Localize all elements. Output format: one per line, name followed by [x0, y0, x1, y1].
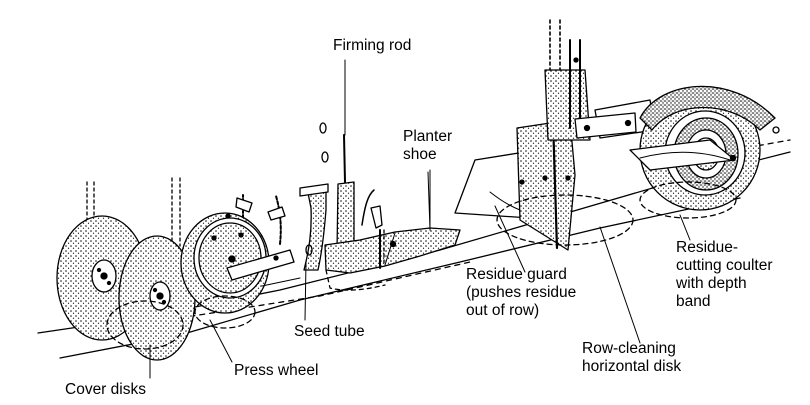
frame-shanks: [544, 19, 656, 141]
cover-disk-front: [118, 177, 196, 361]
press-wheel: [180, 194, 301, 314]
seed-tube: [299, 122, 329, 271]
label-planter-shoe: Planter shoe: [403, 128, 453, 163]
residue-guard: [454, 118, 576, 251]
leader-coulter: [679, 214, 691, 241]
label-residue-guard: Residue guard (pushes residue out of row…: [466, 266, 577, 319]
label-firming-rod: Firming rod: [333, 37, 412, 54]
leader-residue-guard: [494, 205, 526, 273]
firming-rod: [336, 134, 355, 253]
label-seed-tube: Seed tube: [294, 323, 365, 340]
leader-lines: [149, 59, 691, 379]
leader-row-cleaning: [599, 226, 641, 344]
cover-disk-ground-ring: [106, 300, 184, 350]
leader-press-wheel: [209, 319, 233, 363]
label-residue-cutting-coulter: Residue- cutting coulter with depth band: [676, 239, 773, 310]
label-row-cleaning-disk: Row-cleaning horizontal disk: [582, 340, 682, 375]
label-cover-disks: Cover disks: [65, 381, 146, 398]
leader-seed-tube: [304, 261, 307, 321]
press-wheel-ground-ring: [194, 295, 256, 329]
label-press-wheel: Press wheel: [234, 362, 319, 379]
residue-cutting-coulter: [629, 85, 780, 211]
planter-shoe: [324, 171, 461, 291]
coulter-ground-ring: [639, 181, 737, 219]
row-cleaning-disk: [496, 194, 634, 246]
